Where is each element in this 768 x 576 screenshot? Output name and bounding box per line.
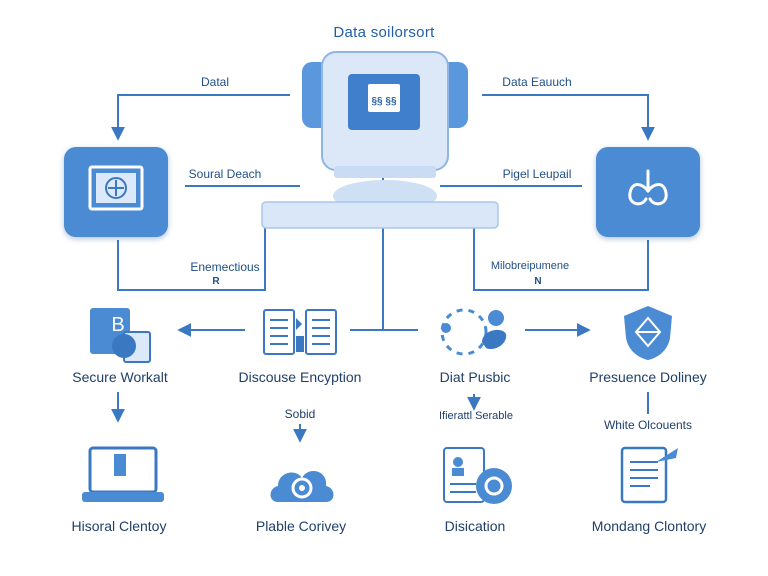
edge-label-top-right: Data Eauuch [502, 75, 572, 89]
sub-label-ifierattl: Ifierattl Serable [439, 410, 513, 422]
node-disication: Disication [444, 518, 506, 534]
document-encryption-icon [262, 308, 342, 358]
edge-label-top-left: Datal [200, 75, 229, 89]
shield-icon [620, 304, 676, 362]
edge-label-mid-left: Soural Deach [188, 167, 262, 181]
edge-label-low-left: Enemectious [190, 260, 260, 274]
server-monitor-icon [260, 50, 510, 230]
node-hisoral-clentoy: Hisoral Clentoy [71, 518, 167, 534]
node-discouse-encyption: Discouse Encyption [238, 369, 362, 385]
edge-tag-low-right: N [534, 276, 542, 287]
lungs-tile-icon [596, 147, 700, 237]
id-card-gear-icon [442, 446, 516, 508]
sub-label-sobid: Sobid [284, 407, 316, 421]
secure-work-icon [88, 306, 158, 366]
node-secure-workalt: Secure Workalt [72, 369, 168, 385]
document-pen-icon [620, 444, 680, 506]
node-mondang-clontory: Mondang Clontory [591, 518, 707, 534]
edge-label-low-right: Milobreipumene [490, 260, 570, 272]
connected-people-icon [436, 304, 512, 360]
node-diat-pusbic: Diat Pusbic [439, 369, 511, 385]
small-tile-letter: B [111, 314, 125, 336]
cloud-gear-icon [266, 458, 338, 506]
node-plable-corivey: Plable Corivey [255, 518, 347, 534]
laptop-icon [80, 446, 166, 506]
server-screen-label: §§ §§ [371, 96, 397, 107]
node-presuence-doliney: Presuence Doliney [589, 369, 707, 385]
edge-tag-low-left: R [212, 276, 220, 287]
edge-label-mid-right: Pigel Leupail [502, 167, 572, 181]
diagram-title: Data soilorsort [333, 24, 435, 41]
sub-label-white-olcouents: White Olcouents [603, 418, 693, 432]
monitor-tile-icon [64, 147, 168, 237]
